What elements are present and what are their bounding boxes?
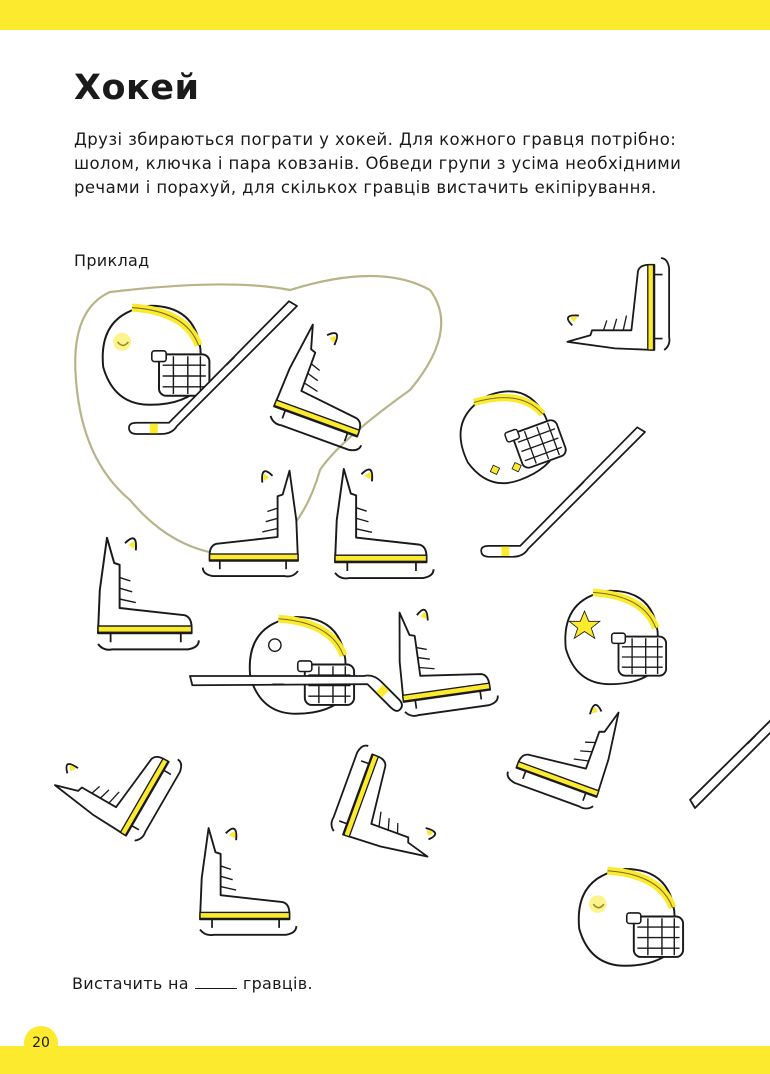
bottom-color-bar: [0, 1046, 770, 1074]
answer-prefix: Вистачить на: [72, 974, 189, 993]
answer-suffix: гравців.: [242, 974, 313, 993]
example-group-outline: [74, 274, 443, 557]
helmet-hearts: [448, 377, 570, 495]
stick-lower-right: [689, 634, 770, 809]
answer-line: Вистачить на гравців.: [72, 974, 313, 993]
example-label: Приклад: [74, 251, 150, 270]
skate-left: [97, 536, 200, 651]
top-color-bar: [0, 0, 770, 30]
skate-bottom-left: [199, 827, 298, 937]
answer-blank-input[interactable]: [194, 974, 237, 989]
example-skate-top: [267, 320, 396, 455]
skate-right-top: [566, 257, 671, 351]
skate-lower-left: [49, 711, 186, 845]
skate-upright: [334, 467, 435, 580]
page-number: 20: [24, 1026, 58, 1060]
helmet-smile: [579, 869, 683, 966]
skate-lower-mid: [327, 742, 458, 866]
example-helmet: [103, 306, 210, 405]
example-skate-bottom: [201, 469, 299, 578]
helmet-star: [565, 591, 666, 685]
skate-center: [390, 599, 500, 719]
task-instructions: Друзі збираються пограти у хокей. Для ко…: [74, 130, 682, 197]
page-title: Хокей: [74, 68, 200, 108]
helmet-swirl: [250, 617, 354, 714]
skate-tilted: [504, 682, 628, 813]
